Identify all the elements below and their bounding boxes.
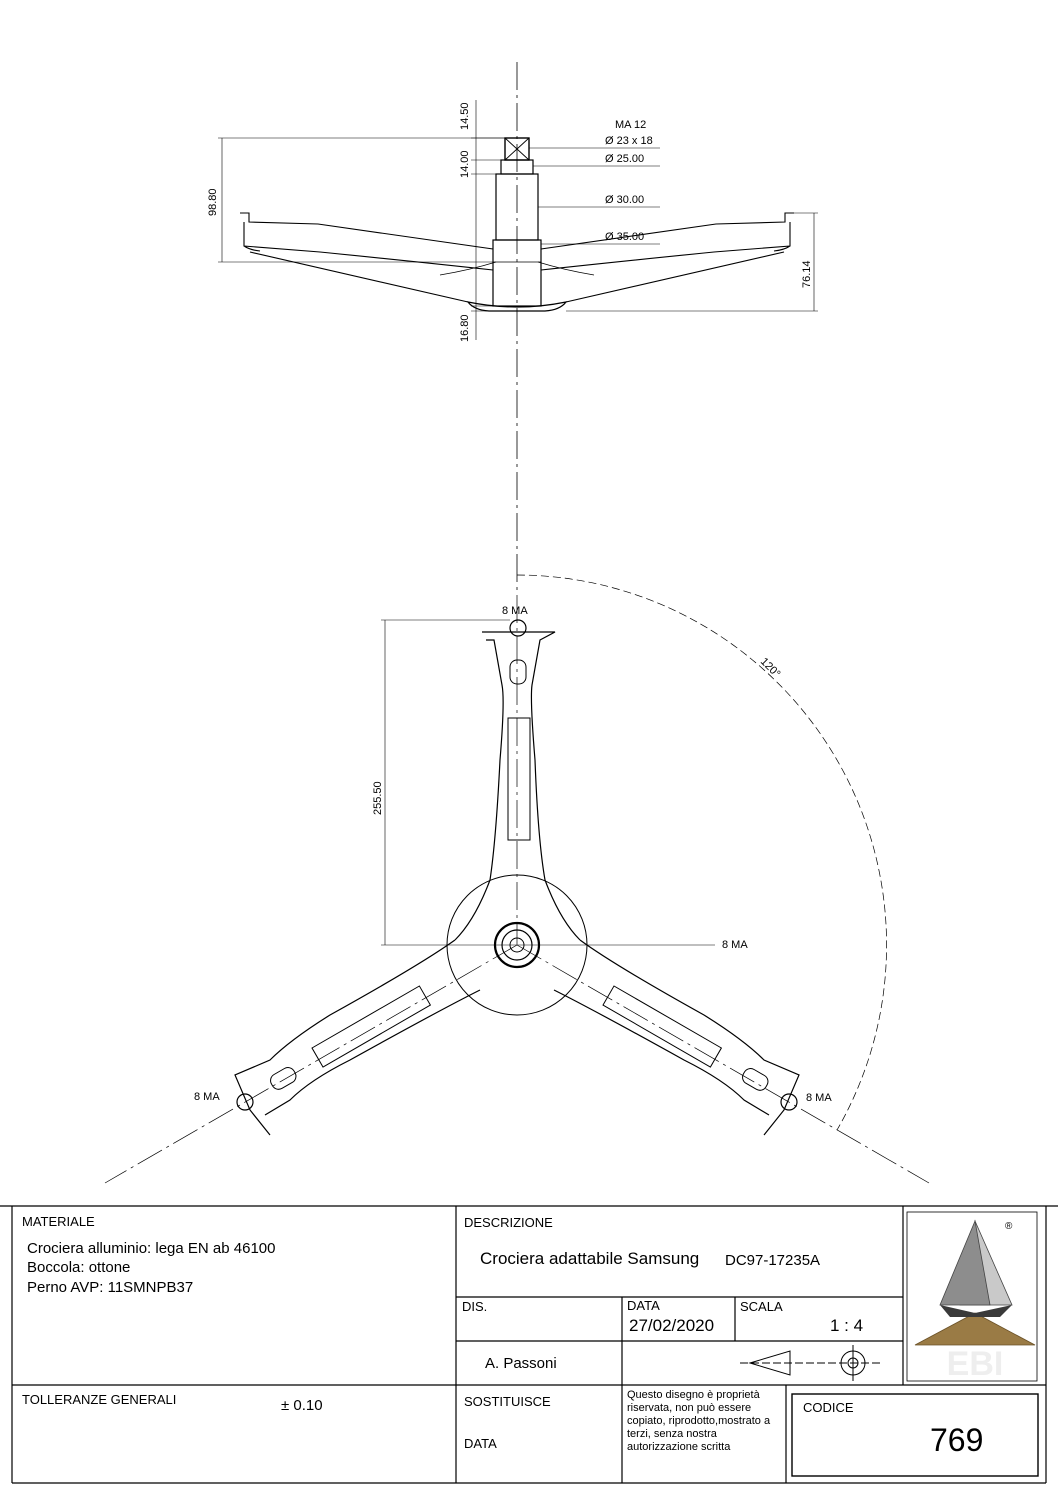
dim-d23x18: Ø 23 x 18 <box>605 135 653 147</box>
registered-mark: ® <box>1005 1221 1013 1232</box>
codice-value: 769 <box>930 1422 984 1458</box>
dim-bushing-height: 16.80 <box>459 314 471 342</box>
top-arm-slot <box>507 717 531 841</box>
axis-left <box>104 944 518 1184</box>
left-arm-profile <box>240 212 494 303</box>
data-value: 27/02/2020 <box>629 1316 715 1335</box>
dis-label: DIS. <box>462 1299 488 1314</box>
right-arm-slot <box>602 985 723 1068</box>
codice-label: CODICE <box>803 1400 854 1415</box>
descrizione-label: DESCRIZIONE <box>464 1215 553 1230</box>
dim-mid-shaft: 14.00 <box>459 150 471 178</box>
descrizione-main: Crociera adattabile Samsung <box>480 1249 700 1268</box>
side-view-labels: 14.50 14.00 98.80 MA 12 Ø 23 x 18 Ø 25.0… <box>207 102 813 342</box>
title-block-grid: ® EBI <box>0 1205 1058 1484</box>
dim-top-shaft: 14.50 <box>459 102 471 130</box>
left-arm <box>234 939 481 1136</box>
dim-d25: Ø 25.00 <box>605 153 644 165</box>
dim-d35: Ø 35.00 <box>605 231 644 243</box>
ownership-note: Questo disegno è proprietà riservata, no… <box>627 1389 771 1453</box>
projection-symbol-icon <box>740 1345 880 1381</box>
dim-thread: MA 12 <box>615 119 646 131</box>
scala-label: SCALA <box>740 1299 783 1314</box>
hole-center-label: 8 MA <box>722 939 748 951</box>
materiale-line-3: Perno AVP: 11SMNPB37 <box>27 1279 194 1296</box>
logo-text: EBI <box>947 1345 1004 1383</box>
hole-left-label: 8 MA <box>194 1091 220 1103</box>
sostituisce-label: SOSTITUISCE <box>464 1394 551 1409</box>
dim-d30: Ø 30.00 <box>605 194 644 206</box>
technical-drawing: 14.50 14.00 98.80 MA 12 Ø 23 x 18 Ø 25.0… <box>104 62 930 1184</box>
ebi-logo-icon: ® EBI <box>914 1219 1036 1383</box>
descrizione-code: DC97-17235A <box>725 1252 821 1269</box>
side-view-dimension-lines <box>218 100 818 340</box>
scala-value: 1 : 4 <box>830 1316 864 1335</box>
materiale-label: MATERIALE <box>22 1214 95 1229</box>
top-view-labels: 255.50 120° 8 MA 8 MA 8 MA 8 MA <box>194 605 832 1104</box>
tolleranze-label: TOLLERANZE GENERALI <box>22 1392 177 1407</box>
left-arm-slot <box>311 985 432 1068</box>
data2-label: DATA <box>464 1436 497 1451</box>
dim-overall-height: 98.80 <box>207 188 219 216</box>
top-view-dimension-lines <box>381 619 715 946</box>
tolleranze-value: ± 0.10 <box>281 1397 323 1414</box>
author-name: A. Passoni <box>485 1355 557 1372</box>
data-label: DATA <box>627 1298 660 1313</box>
dim-arm-length: 255.50 <box>372 781 384 815</box>
top-view <box>104 574 930 1184</box>
materiale-line-2: Boccola: ottone <box>27 1259 131 1276</box>
bushing-d35 <box>492 239 542 307</box>
hole-top-label: 8 MA <box>502 605 528 617</box>
angle-arc <box>516 574 887 1131</box>
axis-right <box>516 944 930 1184</box>
right-arm-profile <box>540 212 794 303</box>
right-arm <box>553 939 800 1136</box>
top-arm <box>454 631 581 941</box>
side-view <box>240 62 794 595</box>
bottom-flange <box>466 301 568 312</box>
hole-right-label: 8 MA <box>806 1092 832 1104</box>
materiale-line-1: Crociera alluminio: lega EN ab 46100 <box>27 1240 276 1257</box>
dim-arm-height: 76.14 <box>801 260 813 288</box>
title-block: ® EBI MATERIALE Crociera alluminio: lega… <box>0 1205 1058 1497</box>
